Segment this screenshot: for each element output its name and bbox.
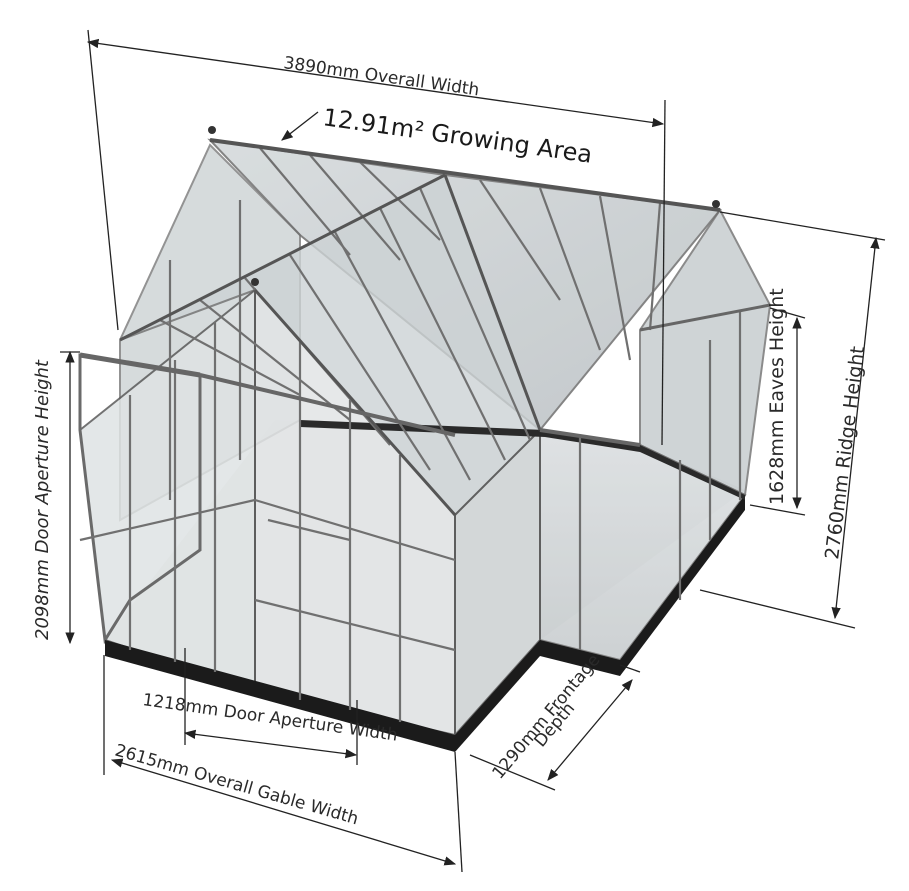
finial-left (208, 126, 216, 134)
overall-width-label: 3890mm Overall Width (282, 53, 480, 100)
base-right (620, 495, 745, 676)
overall-width-extension-left (87, 29, 119, 331)
dimension-lines (60, 29, 886, 873)
base-return (540, 640, 620, 676)
glazing-bars (79, 138, 771, 722)
greenhouse-illustration (78, 126, 772, 752)
overall-width-dimension (86, 38, 665, 128)
door-aperture-width-dimension (183, 729, 358, 759)
finial-right (712, 200, 720, 208)
finial-front (251, 278, 259, 286)
base-rear (300, 420, 745, 500)
overall-width-extension-right (661, 99, 666, 446)
growing-area-pointer (281, 111, 319, 141)
overall-gable-width-dimension (110, 758, 457, 866)
eaves-height-label: 1628mm Eaves Height (766, 288, 788, 505)
ridge-height-dimension (831, 236, 880, 620)
ridge-height-label: 2760mm Ridge Height (821, 345, 869, 561)
overall-gable-width-label: 2615mm Overall Gable Width (113, 741, 361, 830)
door-aperture-height-label: 2098mm Door Aperture Height (32, 359, 53, 640)
base-front-left (105, 640, 455, 752)
frontage-depth-dimension (547, 679, 633, 781)
base-front-right (455, 640, 540, 752)
